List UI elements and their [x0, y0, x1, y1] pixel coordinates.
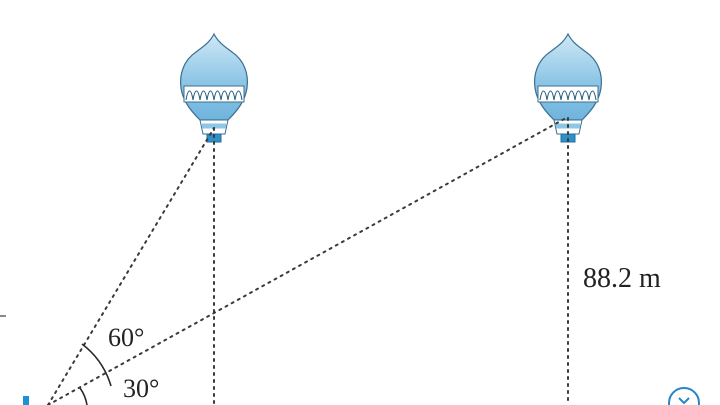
- height-label: 88.2 m: [583, 263, 661, 294]
- observer-marker: [23, 396, 29, 405]
- corner-badge-icon: [668, 387, 700, 405]
- sight-line-to-balloon-2: [47, 117, 567, 405]
- angle-arc-30: [79, 387, 88, 405]
- angle-label-30: 30°: [123, 374, 159, 403]
- balloon-1: [181, 34, 248, 142]
- sight-line-to-balloon-1: [47, 127, 215, 405]
- hot-air-balloon-icon: [181, 34, 248, 142]
- angle-arc-60: [81, 343, 112, 387]
- angle-label-60: 60°: [108, 323, 144, 352]
